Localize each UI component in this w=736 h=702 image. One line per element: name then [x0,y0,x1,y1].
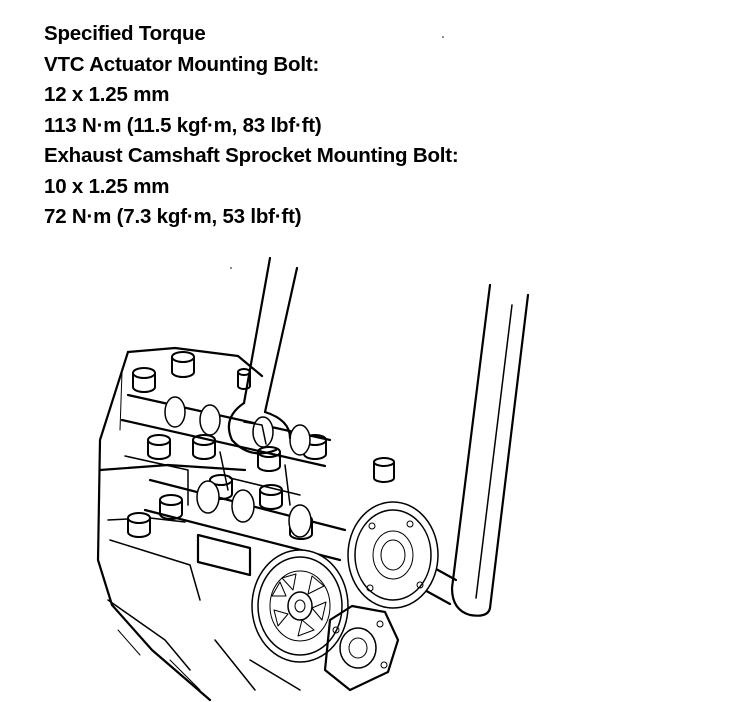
vtc-bolt-size: 12 x 1.25 mm [44,83,170,106]
vtc-bolt-torque: 113 N·m (11.5 kgf·m, 83 lbf·ft) [44,113,322,137]
vtc-bolt-name: VTC Actuator Mounting Bolt: [44,52,320,76]
exhaust-camshaft-sprocket [251,549,349,663]
spec-heading: Specified Torque [44,22,206,45]
intake-camshaft [120,393,332,468]
open-end-wrench [227,256,299,455]
torque-specification: Specified Torque VTC Actuator Mounting B… [44,19,459,233]
vtc-actuator [347,501,439,609]
valve-retainers [127,351,395,540]
exhaust-bolt-name: Exhaust Camshaft Sprocket Mounting Bolt: [44,144,459,167]
front-housing [214,604,400,692]
exhaust-bolt-torque: 72 N·m (7.3 kgf·m, 53 lbf·ft) [44,205,302,228]
stray-marks [230,36,444,269]
exhaust-camshaft [143,478,347,577]
torque-wrench-handle [450,283,530,617]
camshaft-holders [109,451,301,601]
exhaust-bolt-size: 10 x 1.25 mm [44,174,170,198]
